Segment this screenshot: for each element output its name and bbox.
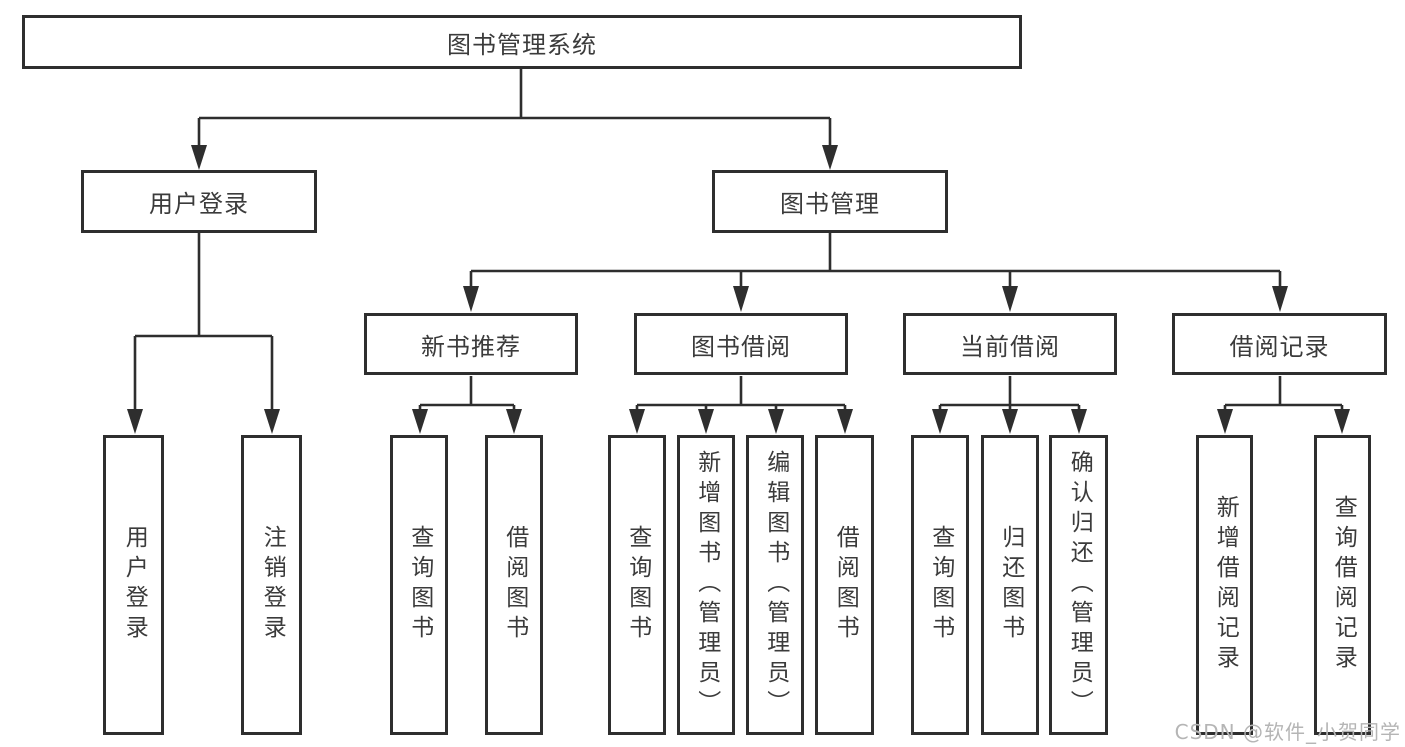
leaf-logout: 注销登录 — [241, 435, 302, 735]
node-label: 查询图书 — [624, 525, 651, 645]
node-label: 新增图书（管理员） — [693, 450, 720, 720]
node-label: 查询借阅记录 — [1330, 495, 1357, 675]
leaf-add-book-admin: 新增图书（管理员） — [677, 435, 735, 735]
leaf-add-borrow-record: 新增借阅记录 — [1196, 435, 1253, 735]
node-borrow-record: 借阅记录 — [1172, 313, 1387, 375]
node-new-book-recommend: 新书推荐 — [364, 313, 578, 375]
node-label: 注销登录 — [259, 525, 286, 645]
node-label: 借阅图书 — [832, 525, 859, 645]
node-label: 用户登录 — [149, 190, 249, 218]
node-label: 编辑图书（管理员） — [762, 450, 789, 720]
node-label: 借阅图书 — [501, 525, 528, 645]
leaf-query-book-borrow: 查询图书 — [608, 435, 666, 735]
node-user-login: 用户登录 — [81, 170, 317, 233]
node-label: 图书借阅 — [691, 332, 791, 361]
leaf-query-borrow-record: 查询借阅记录 — [1314, 435, 1371, 735]
node-current-borrow: 当前借阅 — [903, 313, 1117, 375]
node-label: 查询图书 — [406, 525, 433, 645]
node-label: 用户登录 — [121, 525, 148, 645]
node-label: 当前借阅 — [960, 332, 1060, 361]
node-library-management-system: 图书管理系统 — [22, 15, 1022, 69]
node-label: 确认归还（管理员） — [1066, 450, 1093, 720]
leaf-borrow-book-recommend: 借阅图书 — [485, 435, 543, 735]
leaf-query-book-recommend: 查询图书 — [390, 435, 448, 735]
leaf-edit-book-admin: 编辑图书（管理员） — [746, 435, 804, 735]
node-book-borrow: 图书借阅 — [634, 313, 848, 375]
csdn-watermark: CSDN @软件_小贺同学 — [1174, 720, 1401, 744]
leaf-borrow-book: 借阅图书 — [815, 435, 874, 735]
leaf-return-book: 归还图书 — [981, 435, 1039, 735]
node-label: 归还图书 — [997, 525, 1024, 645]
leaf-confirm-return-admin: 确认归还（管理员） — [1049, 435, 1108, 735]
node-label: 新书推荐 — [421, 332, 521, 361]
node-label: 查询图书 — [927, 525, 954, 645]
leaf-user-login: 用户登录 — [103, 435, 164, 735]
node-label: 图书管理 — [780, 190, 880, 218]
node-label: 新增借阅记录 — [1212, 495, 1239, 675]
leaf-query-book-current: 查询图书 — [911, 435, 969, 735]
node-label: 借阅记录 — [1229, 332, 1330, 361]
node-book-management: 图书管理 — [712, 170, 948, 233]
node-label: 图书管理系统 — [447, 30, 597, 59]
